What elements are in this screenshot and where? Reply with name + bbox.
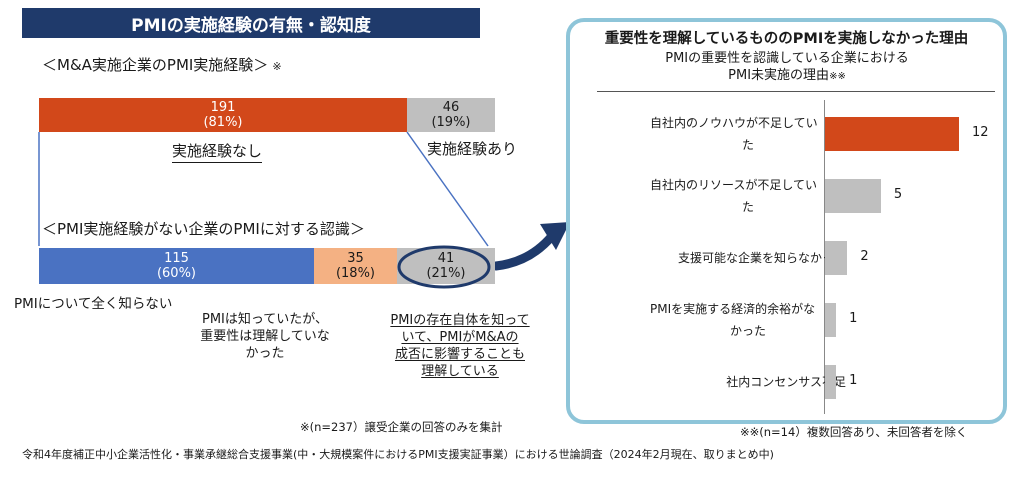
bar2-seg2-pct: (18%) xyxy=(335,266,376,281)
caption-experience: 実施経験あり xyxy=(427,140,518,158)
caption3-line1b: て xyxy=(516,313,530,328)
bar1-segment-experience: 46 (19%) xyxy=(407,98,495,132)
source-note: 令和4年度補正中小企業活性化・事業承継総合支援事業(中・大規模案件におけるPMI… xyxy=(22,448,774,461)
right-subtitle-note: ※※ xyxy=(829,71,846,82)
bar2-segment-known-not-important: 35 (18%) xyxy=(314,248,397,284)
arrow-shaft xyxy=(491,231,557,271)
right-panel-frame xyxy=(566,18,1007,424)
right-subtitle-line2: PMI未実施の理由 xyxy=(728,68,830,83)
reason-bar-3 xyxy=(825,303,837,337)
section1-label: ＜M&A実施企業のPMI実施経験＞※ xyxy=(42,54,282,75)
bar1-seg1-count: 191 xyxy=(210,100,236,115)
reason-label-4-line-0: 社内コンセンサス不足 xyxy=(726,375,846,389)
caption-understands: PMIの存在自体を知って いて、PMIがM&Aの 成否に影響することも 理解して… xyxy=(365,312,555,380)
reason-bar-2 xyxy=(825,241,848,275)
highlight-ellipse xyxy=(397,245,491,289)
bar2-seg1-pct: (60%) xyxy=(156,266,197,281)
reason-label-3: PMIを実施する経済的余裕がなかった xyxy=(600,298,822,342)
reason-label-0-line-1: た xyxy=(741,138,754,152)
caption3-line2b: の xyxy=(505,330,519,345)
bar2-seg2-count: 35 xyxy=(347,251,364,266)
caption-unknown: PMIについて全く知らない xyxy=(14,296,173,312)
reason-bar-4 xyxy=(825,365,837,399)
caption-no-experience: 実施経験なし xyxy=(172,140,263,163)
reason-value-1: 5 xyxy=(893,187,903,202)
caption3-line3: 成否に影響することも xyxy=(394,347,525,362)
reason-label-1-line-0: 自社内のリソースが不足してい xyxy=(650,178,818,192)
right-title: 重要性を理解しているもののPMIを実施しなかった理由 xyxy=(604,31,969,47)
reason-label-4: 社内コンセンサス不足 xyxy=(600,371,846,393)
reason-chart-axis xyxy=(824,100,825,414)
reason-value-2: 2 xyxy=(860,249,869,264)
reason-label-2: 支援可能な企業を知らなかった xyxy=(600,247,846,269)
bar2-seg3-pct: (21%) xyxy=(426,266,466,281)
reason-label-3-line-0: PMIを実施する経済的余裕がな xyxy=(650,302,816,316)
caption3-line1a: PMIの存在自体を知っ xyxy=(390,313,517,328)
reason-bar-1 xyxy=(825,179,881,213)
right-subtitle-line1: PMIの重要性を認識している企業における xyxy=(665,51,909,66)
bar2-seg1-count: 115 xyxy=(164,251,189,266)
reason-bar-0 xyxy=(825,117,959,151)
right-footnote: ※※(n=14）複数回答あり、未回答者を除く xyxy=(740,425,968,439)
bar2-segment-unknown: 115 (60%) xyxy=(39,248,314,284)
caption2-line2: 重要性は理解していな xyxy=(200,329,330,344)
reason-label-0-line-0: 自社内のノウハウが不足してい xyxy=(650,116,818,130)
bar1-seg1-pct: (81%) xyxy=(203,115,243,130)
caption3-line4: 理解している xyxy=(421,364,499,379)
arrow-head xyxy=(540,222,570,250)
caption2-line1: PMIは知っていたが、 xyxy=(202,312,328,327)
reason-value-3: 1 xyxy=(849,311,858,326)
caption-known-not-important: PMIは知っていたが、 重要性は理解していな かった xyxy=(190,311,340,362)
connector-right-line xyxy=(406,131,489,247)
reason-label-0: 自社内のノウハウが不足していた xyxy=(600,112,822,156)
left-footnote: ※(n=237）譲受企業の回答のみを集計 xyxy=(300,420,503,434)
bar1-seg2-count: 46 xyxy=(442,100,460,115)
reason-value-0: 12 xyxy=(972,125,989,140)
reason-label-2-line-0: 支援可能な企業を知らなかった xyxy=(677,251,846,265)
caption2-line3: かった xyxy=(245,346,285,361)
reason-label-1: 自社内のリソースが不足していた xyxy=(600,174,822,218)
caption3-line2a: いて、PMIがM&A xyxy=(401,330,506,345)
subtitle-divider xyxy=(597,91,995,92)
left-title-banner: PMIの実施経験の有無・認知度 xyxy=(22,8,480,38)
section1-note: ※ xyxy=(272,60,282,73)
reason-label-1-line-1: た xyxy=(741,200,754,214)
bar1-seg2-pct: (19%) xyxy=(431,115,471,130)
right-subtitle: PMIの重要性を認識している企業における PMI未実施の理由※※ xyxy=(580,50,994,85)
bar1-segment-no-experience: 191 (81%) xyxy=(39,98,407,132)
section2-label: ＜PMI実施経験がない企業のPMIに対する認識＞ xyxy=(42,220,365,238)
reason-value-4: 1 xyxy=(849,373,858,388)
reason-label-3-line-1: かった xyxy=(729,324,766,338)
section1-label-text: ＜M&A実施企業のPMI実施経験＞ xyxy=(42,56,269,74)
bar2-seg3-count: 41 xyxy=(437,251,455,266)
